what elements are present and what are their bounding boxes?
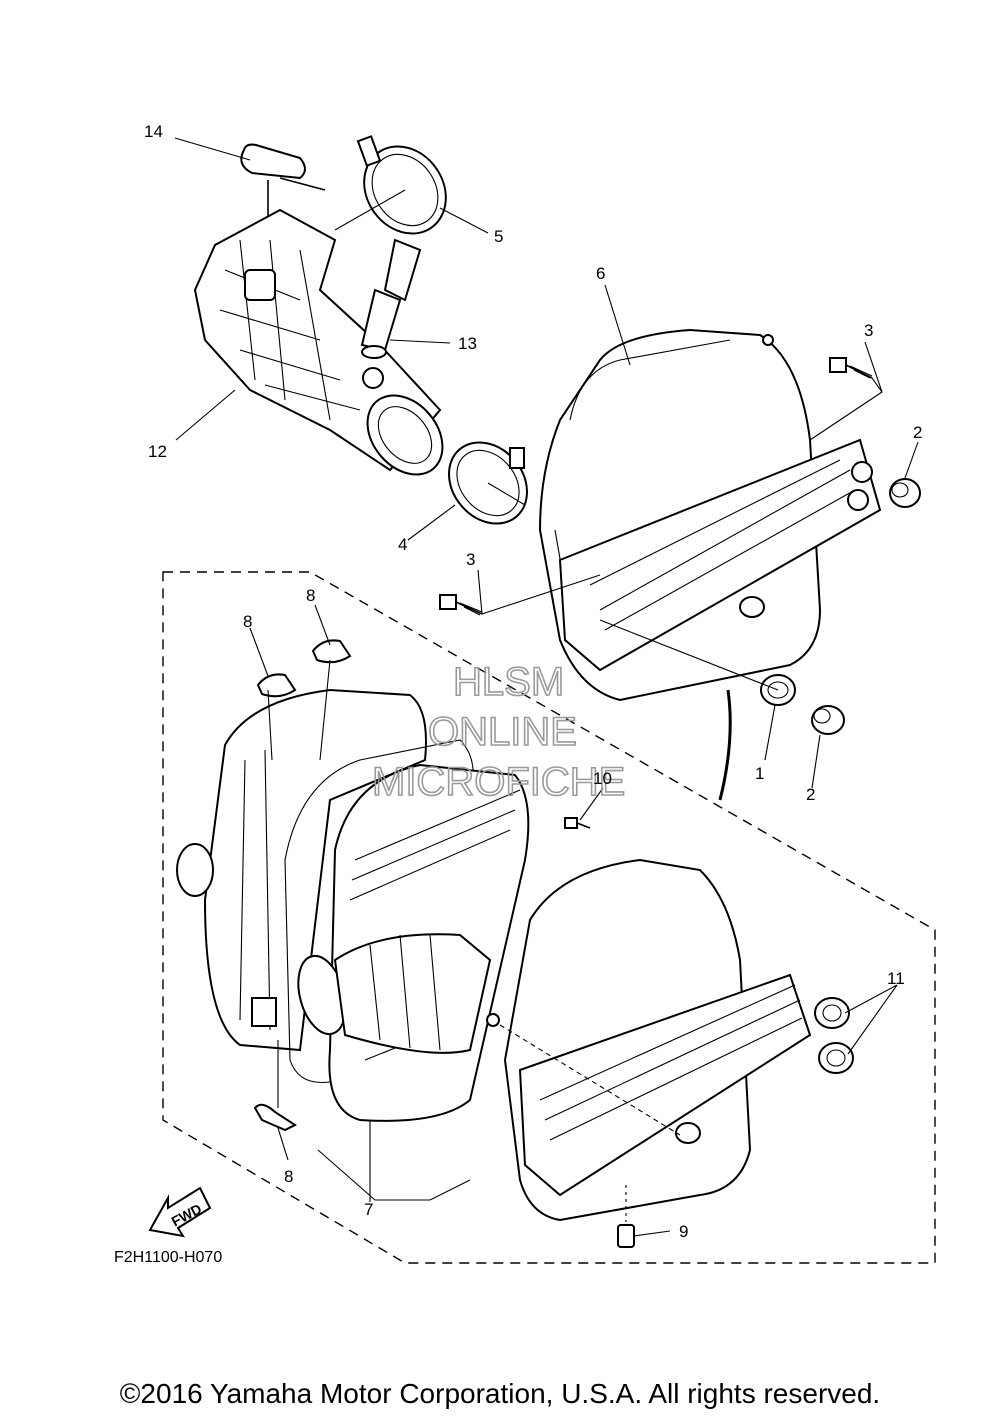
watermark: HLSM ONLINE MICROFICHE	[371, 659, 626, 805]
callout-8-a: 8	[243, 612, 252, 631]
part-11-grommets	[814, 997, 854, 1074]
callout-6: 6	[596, 264, 605, 283]
part-8-clip-a	[256, 673, 297, 698]
part-8-clip-b	[311, 639, 352, 664]
part-2-collar-upper	[889, 478, 921, 508]
case-back-exploded	[176, 688, 427, 1052]
seal-gasket	[284, 739, 474, 1084]
part-3-bolt-lower	[439, 594, 483, 616]
callout-4: 4	[398, 535, 407, 554]
fwd-arrow-icon: FWD	[148, 1186, 212, 1238]
callout-8-b: 8	[306, 586, 315, 605]
callout-7: 7	[364, 1200, 373, 1219]
assembly-boundary	[162, 571, 936, 1264]
part-3-bolt-upper	[829, 357, 873, 379]
callout-14: 14	[144, 122, 163, 141]
callout-12: 12	[148, 442, 167, 461]
case-cover-exploded	[486, 858, 812, 1222]
intake-funnel	[297, 933, 492, 1054]
part-2-collar-lower	[811, 705, 845, 735]
part-6-air-cleaner-case	[538, 328, 882, 702]
callout-13: 13	[458, 334, 477, 353]
callout-2-upper: 2	[913, 423, 922, 442]
part-8-clip-c	[253, 1103, 298, 1132]
callout-3-upper: 3	[864, 321, 873, 340]
part-12-intake-boot	[193, 208, 444, 476]
part-10-screw	[564, 817, 591, 829]
diagram-code: F2H1100-H070	[114, 1249, 222, 1266]
callout-11: 11	[887, 969, 905, 988]
callout-2-lower: 2	[806, 785, 815, 804]
callout-10: 10	[593, 769, 612, 788]
watermark-line-1: HLSM	[453, 660, 564, 704]
callout-9: 9	[679, 1222, 688, 1241]
callout-8-c: 8	[284, 1167, 293, 1186]
leader-lines	[174, 137, 919, 1237]
callout-3-lower: 3	[466, 550, 475, 569]
watermark-line-2: ONLINE	[428, 710, 577, 754]
drain-hose	[718, 689, 732, 801]
watermark-line-3: MICROFICHE	[372, 760, 625, 804]
part-13-fitting	[360, 238, 422, 359]
callout-1: 1	[755, 764, 764, 783]
callout-5: 5	[494, 227, 503, 246]
copyright-notice: ©2016 Yamaha Motor Corporation, U.S.A. A…	[119, 1378, 881, 1409]
